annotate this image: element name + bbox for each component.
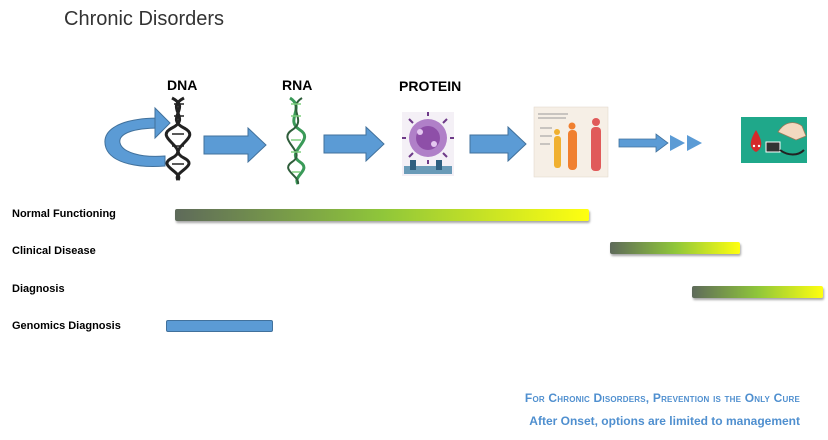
protein-virus-icon xyxy=(402,112,454,176)
arrow-protein-body-icon xyxy=(469,125,527,163)
diagnosis-bar xyxy=(692,286,823,298)
blood-pressure-icon xyxy=(741,117,807,163)
flow-diagram xyxy=(104,96,807,185)
genomics-diagnosis-bar xyxy=(166,320,273,332)
rna-helix-icon xyxy=(286,96,307,185)
row-label-diagnosis: Diagnosis xyxy=(12,283,65,295)
row-label-genomics: Genomics Diagnosis xyxy=(12,320,121,332)
arrow-dna-rna-icon xyxy=(203,126,267,164)
tagline-prevention: For Chronic Disorders, Prevention is the… xyxy=(524,391,800,405)
tagline-management: After Onset, options are limited to mana… xyxy=(529,414,800,428)
curved-arrow-icon xyxy=(104,106,171,167)
page-title: Chronic Disorders xyxy=(64,8,225,30)
arrowhead-2-icon xyxy=(687,135,702,151)
arrow-progression-icon xyxy=(618,133,669,153)
row-label-clinical: Clinical Disease xyxy=(12,245,96,257)
protein-label: PROTEIN xyxy=(399,78,462,94)
dna-label: DNA xyxy=(167,77,198,93)
clinical-disease-bar xyxy=(610,242,740,254)
arrowhead-1-icon xyxy=(670,135,685,151)
dna-helix-icon xyxy=(164,96,192,181)
arrow-rna-protein-icon xyxy=(323,125,385,163)
normal-functioning-bar xyxy=(175,209,589,221)
body-figures-icon xyxy=(533,106,609,178)
row-label-normal: Normal Functioning xyxy=(12,208,116,220)
rna-label: RNA xyxy=(282,77,313,93)
